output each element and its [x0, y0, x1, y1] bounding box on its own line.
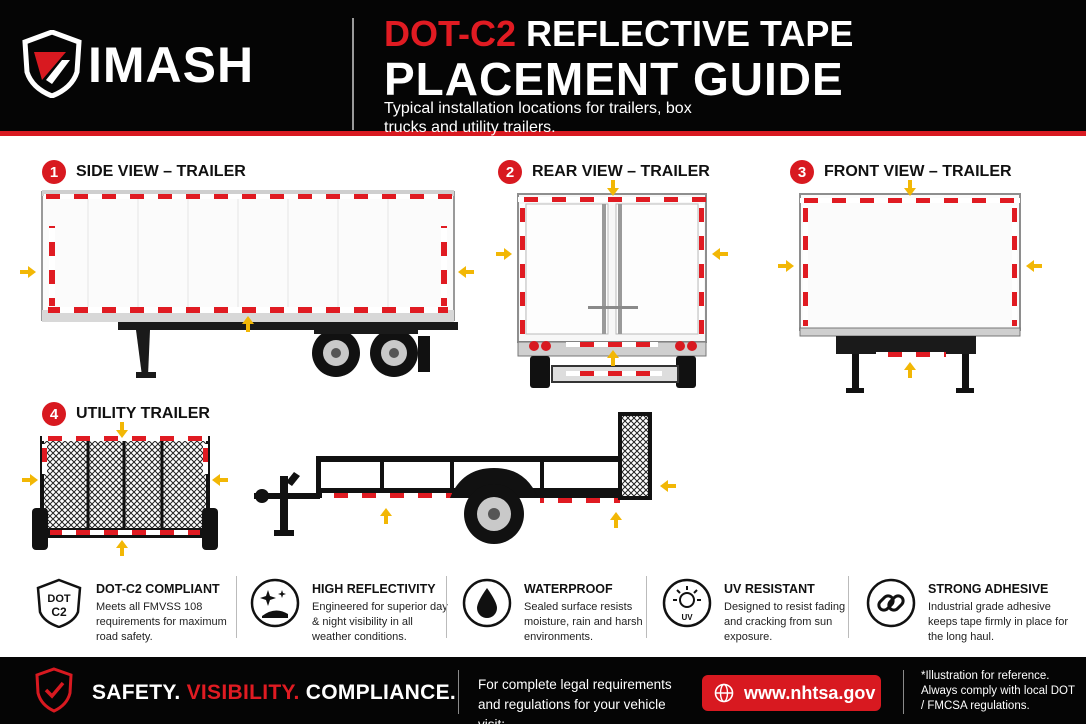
footer-divider — [458, 670, 459, 714]
title-red-part: DOT-C2 — [384, 13, 517, 54]
side-view-trailer-illustration — [20, 190, 474, 378]
footer-slogan: SAFETY. VISIBILITY. COMPLIANCE. — [92, 681, 456, 705]
svg-text:C2: C2 — [51, 605, 67, 619]
footer-bar — [0, 657, 1086, 724]
feature-dot-c2: DOT C2 DOT-C2 COMPLIANT Meets all FMVSS … — [34, 566, 234, 650]
feature-divider — [236, 576, 237, 638]
section-title: FRONT VIEW – TRAILER — [824, 163, 1012, 180]
feature-description: Industrial grade adhesive keeps tape fir… — [928, 601, 1069, 643]
section-number-badge: 2 — [498, 160, 522, 184]
footer-disclaimer: *Illustration for reference. Always comp… — [921, 670, 1075, 712]
svg-text:DOT: DOT — [47, 593, 71, 605]
utility-trailer-side-illustration — [254, 412, 676, 544]
section-title: SIDE VIEW – TRAILER — [76, 163, 246, 180]
page-subtitle: Typical installation locations for trail… — [384, 100, 692, 136]
title-white-part: REFLECTIVE TAPE — [516, 13, 854, 54]
section-rear-view: 2 REAR VIEW – TRAILER — [498, 160, 710, 184]
nhtsa-url: www.nhtsa.gov — [744, 682, 876, 703]
slogan-compliance: COMPLIANCE. — [305, 681, 457, 704]
section-side-view: 1 SIDE VIEW – TRAILER — [42, 160, 246, 184]
water-drop-icon — [462, 578, 512, 628]
feature-high-reflectivity: HIGH REFLECTIVITY Engineered for superio… — [250, 566, 450, 650]
slogan-visibility: VISIBILITY. — [186, 681, 300, 704]
feature-waterproof: WATERPROOF Sealed surface resists moistu… — [462, 566, 652, 650]
section-front-view: 3 FRONT VIEW – TRAILER — [790, 160, 1012, 184]
shield-check-icon — [35, 667, 73, 713]
feature-title: STRONG ADHESIVE — [928, 582, 1049, 596]
section-number-badge: 3 — [790, 160, 814, 184]
page-title-line-2: PLACEMENT GUIDE — [384, 53, 844, 105]
feature-description: Sealed surface resists moisture, rain an… — [524, 601, 643, 643]
logo-text: IMASH — [88, 37, 255, 93]
feature-title: UV RESISTANT — [724, 582, 815, 596]
header-divider — [352, 18, 354, 130]
feature-strong-adhesive: STRONG ADHESIVE Industrial grade adhesiv… — [866, 566, 1069, 650]
feature-divider — [848, 576, 849, 638]
section-utility-trailer: 4 UTILITY TRAILER — [42, 402, 210, 426]
header-accent-line — [0, 131, 1086, 136]
page-title-line-1: DOT-C2 REFLECTIVE TAPE — [384, 16, 853, 52]
utility-trailer-rear-illustration — [22, 422, 228, 556]
svg-text:UV: UV — [681, 613, 693, 622]
sparkle-reflect-icon — [250, 578, 300, 628]
section-number-badge: 1 — [42, 160, 66, 184]
feature-divider — [446, 576, 447, 638]
slogan-safety: SAFETY. — [92, 681, 181, 704]
footer-legal-text: For complete legal requirements and regu… — [478, 677, 672, 724]
chain-link-icon — [866, 578, 916, 628]
nhtsa-link-button[interactable]: www.nhtsa.gov — [702, 675, 881, 711]
feature-description: Engineered for superior day & night visi… — [312, 601, 448, 643]
feature-title: WATERPROOF — [524, 582, 613, 596]
header-bar — [0, 0, 1086, 135]
front-view-trailer-illustration — [778, 180, 1042, 393]
feature-title: DOT-C2 COMPLIANT — [96, 582, 220, 596]
feature-divider — [646, 576, 647, 638]
section-title: REAR VIEW – TRAILER — [532, 163, 710, 180]
section-number-badge: 4 — [42, 402, 66, 426]
logo-shield-icon — [22, 30, 82, 98]
feature-description: Meets all FMVSS 108 requirements for max… — [96, 601, 227, 643]
globe-icon — [714, 683, 734, 703]
section-title: UTILITY TRAILER — [76, 405, 210, 422]
footer-divider — [903, 670, 904, 714]
feature-description: Designed to resist fading and cracking f… — [724, 601, 846, 643]
features-strip: DOT C2 DOT-C2 COMPLIANT Meets all FMVSS … — [0, 566, 1086, 656]
rear-view-trailer-illustration — [496, 180, 728, 388]
feature-uv-resistant: UV UV RESISTANT Designed to resist fadin… — [662, 566, 852, 650]
dot-c2-badge-icon: DOT C2 — [36, 578, 82, 628]
sun-uv-icon: UV — [662, 578, 712, 628]
feature-title: HIGH REFLECTIVITY — [312, 582, 436, 596]
